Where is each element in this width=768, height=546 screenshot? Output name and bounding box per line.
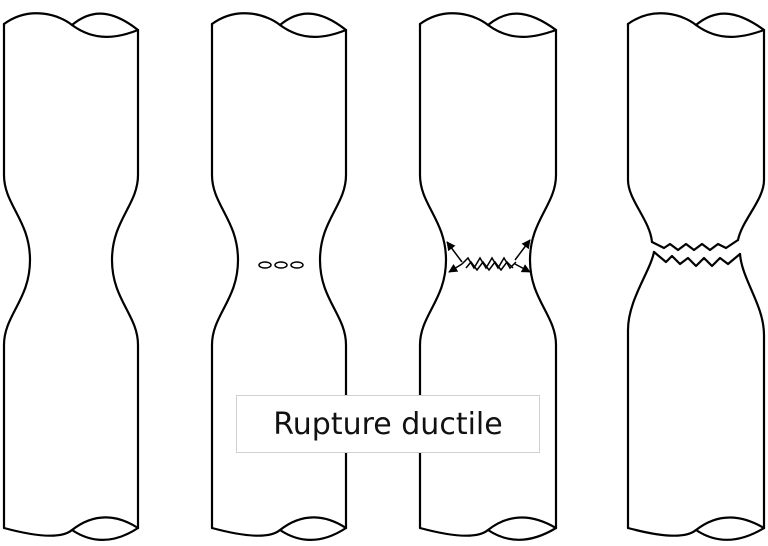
specimen-3-body xyxy=(418,22,558,530)
shear-arrow-right-up xyxy=(514,239,531,261)
specimen-2-voids xyxy=(210,12,348,541)
specimen-3-crack xyxy=(418,12,558,541)
specimen-2-bottom-end xyxy=(210,516,348,541)
specimen-1-necking xyxy=(2,12,140,541)
void-3 xyxy=(290,261,304,269)
specimen-3-bottom-end xyxy=(418,516,558,541)
specimen-4-bottom-end xyxy=(626,516,766,541)
specimen-1-bottom-end xyxy=(2,516,140,541)
specimen-4-upper-half xyxy=(626,22,766,244)
specimen-1-top-end xyxy=(2,12,140,38)
specimen-3-top-end xyxy=(418,12,558,38)
shear-arrow-right-down xyxy=(514,263,531,273)
specimen-1-body xyxy=(2,22,140,530)
specimen-4-lower-half xyxy=(626,250,766,530)
specimen-4-upper-fracture-surface xyxy=(650,238,740,252)
specimen-2-body xyxy=(210,22,348,530)
specimen-2-top-end xyxy=(210,12,348,38)
caption-text: Rupture ductile xyxy=(273,406,503,442)
shear-arrow-left-up xyxy=(446,241,463,263)
specimen-4-lower-fracture-surface xyxy=(652,250,742,268)
void-1 xyxy=(258,261,272,269)
crack-zigzag-lower xyxy=(465,260,514,272)
void-2 xyxy=(274,261,288,269)
specimen-4-fracture xyxy=(626,12,766,541)
caption-box: Rupture ductile xyxy=(236,395,540,453)
specimen-4-top-end xyxy=(626,12,766,38)
shear-arrow-left-down xyxy=(448,263,463,273)
